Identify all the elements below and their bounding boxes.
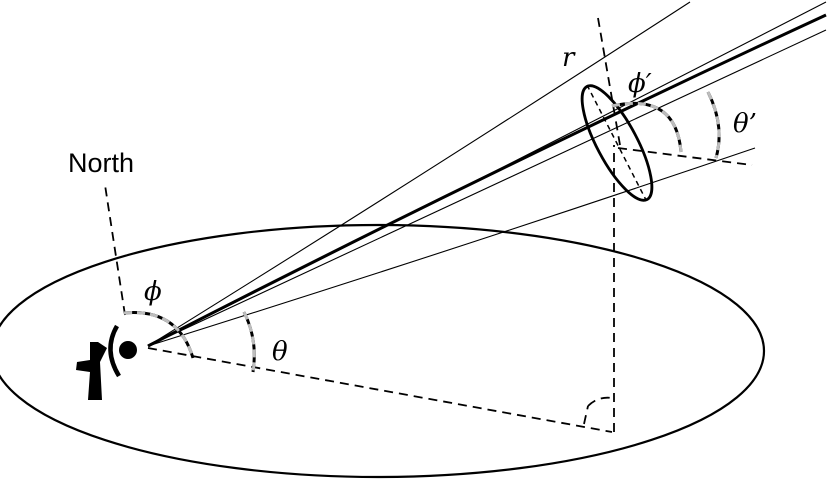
r-label: r	[562, 43, 576, 73]
phi-label: ϕ	[144, 277, 162, 307]
beam-upper-edge	[147, 1, 691, 347]
angle-arcs	[123, 91, 721, 373]
local-horizontal-line	[617, 147, 753, 166]
north-reference-line	[104, 184, 126, 316]
theta-label: θ	[272, 337, 288, 367]
phi-prime-label: ϕ′	[628, 69, 652, 99]
phi-angle-arc	[123, 311, 195, 359]
ground-projection-line	[147, 347, 613, 433]
right-angle-corner-arc	[587, 396, 613, 407]
cross-section-radius-line	[586, 84, 647, 201]
right-angle-corner-h	[583, 405, 589, 425]
radar-antenna-icon	[76, 324, 137, 400]
construction-lines	[104, 17, 753, 433]
beam-inner-lower	[147, 29, 827, 347]
theta-prime-angle-arc	[706, 91, 721, 159]
north-label: North	[68, 148, 134, 178]
main-ray	[147, 13, 827, 348]
beam-lower-edge	[147, 147, 756, 347]
phi-prime-angle-arc	[611, 101, 683, 153]
theta-angle-arc	[242, 311, 256, 373]
local-vertical-line	[597, 17, 621, 146]
ground-plane-ellipse	[0, 223, 765, 479]
theta-prime-label: θ’	[733, 109, 757, 139]
